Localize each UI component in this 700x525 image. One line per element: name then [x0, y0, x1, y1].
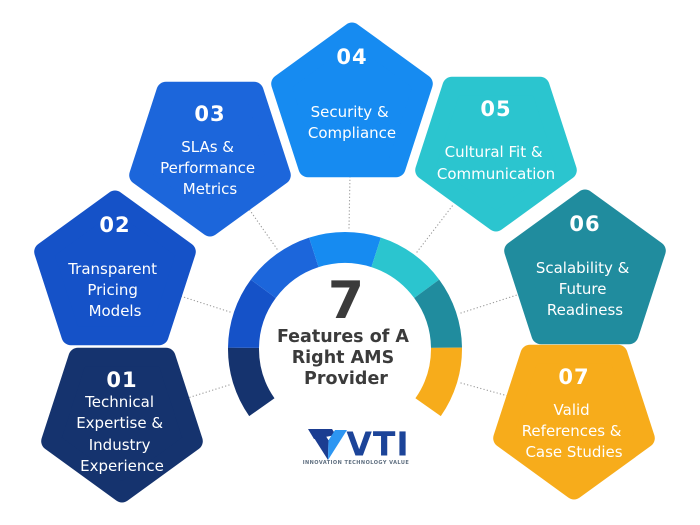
- pentagon-06-number: 06: [569, 212, 600, 236]
- pentagon-05-shape: [415, 76, 577, 232]
- pentagon-07-shape: [493, 344, 655, 500]
- pentagon-04-shape: [271, 22, 433, 178]
- connector-line-05: [416, 204, 454, 253]
- pentagon-05: 05 Cultural Fit & Communication: [415, 76, 577, 232]
- center-title: 7 Features of A Right AMS Provider: [277, 271, 415, 389]
- pentagon-05-label: Cultural Fit & Communication: [437, 143, 555, 183]
- pentagon-01-number: 01: [106, 368, 137, 392]
- donut-segment-01: [227, 347, 275, 417]
- pentagon-07-number: 07: [558, 365, 589, 389]
- pentagon-03: 03 SLAs & Performance Metrics: [129, 81, 291, 237]
- vti-logo-tagline: INNOVATION TECHNOLOGY VALUE: [303, 460, 410, 466]
- pentagon-06: 06 Scalability & Future Readiness: [504, 189, 666, 345]
- pentagon-05-number: 05: [480, 97, 511, 121]
- pentagon-01-label: Technical Expertise & Industry Experienc…: [76, 393, 168, 475]
- pentagon-01: 01 Technical Expertise & Industry Experi…: [41, 347, 203, 503]
- donut-segment-06: [414, 279, 462, 348]
- vti-logo: VTI INNOVATION TECHNOLOGY VALUE: [303, 425, 410, 467]
- pentagon-02: 02 Transparent Pricing Models: [34, 190, 196, 346]
- pentagon-03-shape: [129, 81, 291, 237]
- donut-segment-04: [309, 231, 381, 268]
- pentagon-04-label: Security & Compliance: [308, 103, 396, 142]
- center-title-text: Features of A Right AMS Provider: [277, 327, 415, 389]
- donut-segment-07: [415, 347, 463, 417]
- vti-mark-bar: [308, 429, 336, 439]
- pentagon-07: 07 Valid References & Case Studies: [493, 344, 655, 500]
- donut-ring: [227, 231, 463, 417]
- pentagon-06-label: Scalability & Future Readiness: [536, 259, 634, 319]
- connector-line-06: [460, 293, 521, 314]
- vti-mark-right-stroke: [328, 430, 347, 460]
- vti-logo-icon: [308, 429, 347, 460]
- pentagon-03-label: SLAs & Performance Metrics: [160, 138, 260, 198]
- connector-line-03: [248, 208, 278, 250]
- pentagon-02-shape: [34, 190, 196, 346]
- pentagon-04: 04 Security & Compliance: [271, 22, 433, 178]
- pentagon-01-shape: [41, 347, 203, 503]
- pentagon-03-number: 03: [194, 102, 225, 126]
- pentagon-02-label: Transparent Pricing Models: [67, 260, 162, 320]
- center-big-number: 7: [328, 271, 364, 331]
- pentagon-04-number: 04: [336, 45, 367, 69]
- pentagon-02-number: 02: [99, 213, 130, 237]
- pentagon-06-shape: [504, 189, 666, 345]
- pentagon-07-label: Valid References & Case Studies: [522, 401, 627, 461]
- donut-segment-05: [371, 237, 440, 298]
- donut-segment-02: [228, 279, 276, 348]
- donut-segment-03: [250, 237, 319, 298]
- connector-line-07: [460, 382, 509, 397]
- vti-logo-text: VTI: [346, 425, 409, 464]
- connector-line-04: [348, 174, 351, 229]
